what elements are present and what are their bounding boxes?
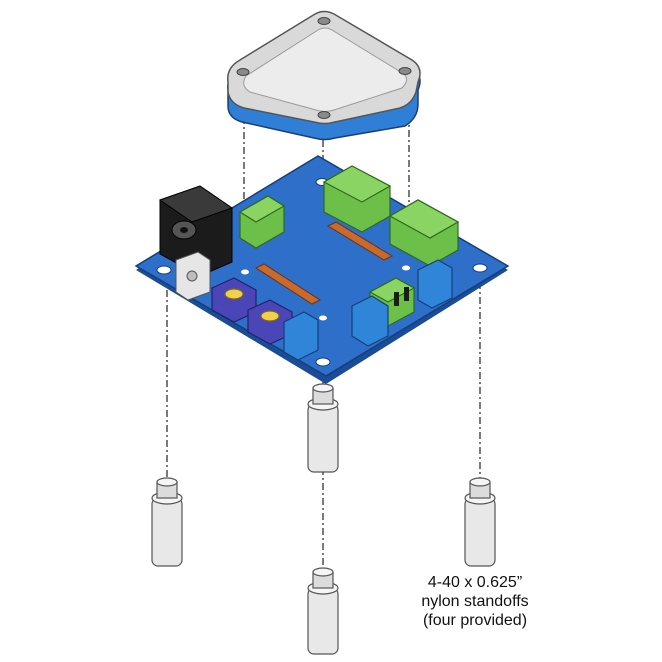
standoff-center-lower [307, 567, 339, 655]
standoffs-caption: 4-40 x 0.625” nylon standoffs (four prov… [380, 573, 570, 630]
caption-line-3: (four provided) [422, 612, 528, 629]
standoff-center-upper [307, 383, 339, 473]
pin-headers [254, 221, 394, 305]
screw-terminal-blocks [238, 165, 460, 327]
nylon-standoffs [151, 383, 496, 655]
blue-relays [283, 259, 453, 361]
caption-line-2: nylon standoffs [421, 593, 529, 610]
caption-line-1: 4-40 x 0.625” [427, 574, 523, 591]
dc-power-jack [158, 185, 234, 301]
enclosure-lid [227, 10, 421, 141]
standoff-left [151, 477, 183, 567]
standoff-right [464, 477, 496, 567]
trim-potentiometers [211, 277, 293, 345]
